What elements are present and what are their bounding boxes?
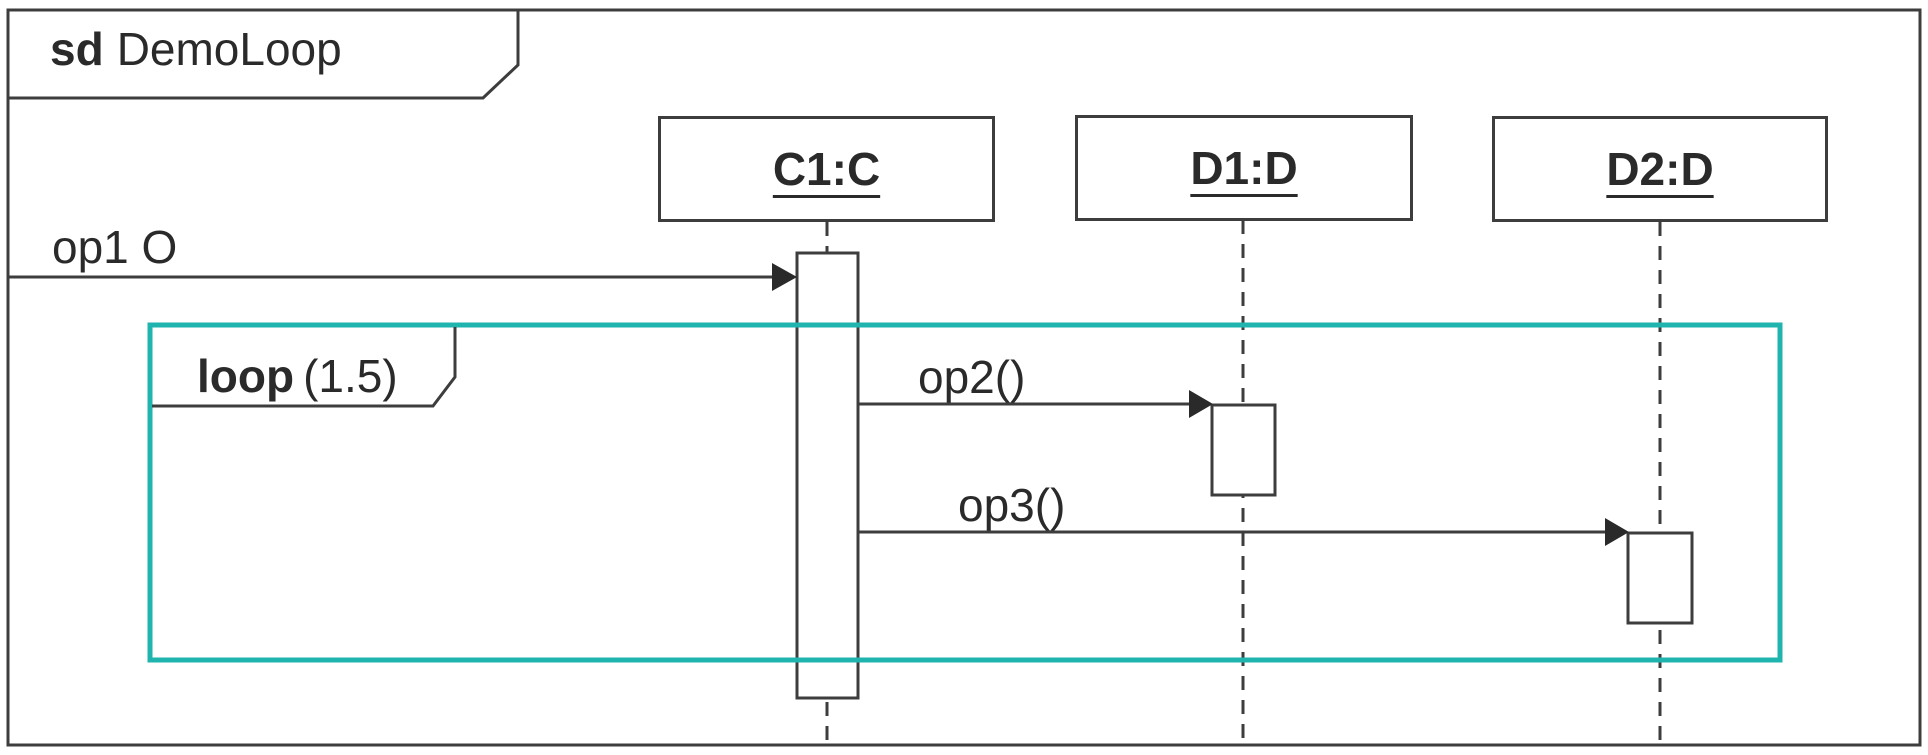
lifeline-head-d1: D1:D bbox=[1075, 115, 1413, 221]
message-label-op1: op1 O bbox=[52, 221, 178, 273]
loop-operator-label: loop(1.5) bbox=[197, 353, 398, 399]
message-op2-arrowhead-icon bbox=[1189, 390, 1213, 418]
message-op3-arrowhead-icon bbox=[1605, 518, 1629, 546]
sd-frame-border bbox=[6, 8, 1922, 747]
lifeline-head-c1: C1:C bbox=[658, 116, 995, 222]
message-op1-arrowhead-icon bbox=[772, 263, 797, 291]
lifeline-head-d2: D2:D bbox=[1492, 116, 1828, 222]
frame-keyword: sd bbox=[50, 23, 104, 75]
lifeline-head-label-d1: D1:D bbox=[1190, 142, 1298, 194]
loop-operator-keyword: loop bbox=[197, 350, 295, 402]
activation-bar-d1 bbox=[1210, 403, 1277, 497]
loop-fragment-border bbox=[147, 322, 1783, 663]
loop-guard: (1.5) bbox=[303, 350, 398, 402]
lifeline-head-label-d2: D2:D bbox=[1606, 143, 1714, 195]
message-label-op2: op2() bbox=[918, 351, 1026, 403]
activation-bar-c1 bbox=[795, 251, 860, 700]
lifeline-head-label-c1: C1:C bbox=[772, 143, 881, 195]
sd-title-pentagon bbox=[8, 10, 520, 100]
activation-bar-d2 bbox=[1626, 531, 1694, 625]
loop-operator-pentagon bbox=[152, 327, 457, 408]
message-label-op3: op3() bbox=[958, 479, 1066, 531]
frame-name: DemoLoop bbox=[116, 23, 342, 75]
